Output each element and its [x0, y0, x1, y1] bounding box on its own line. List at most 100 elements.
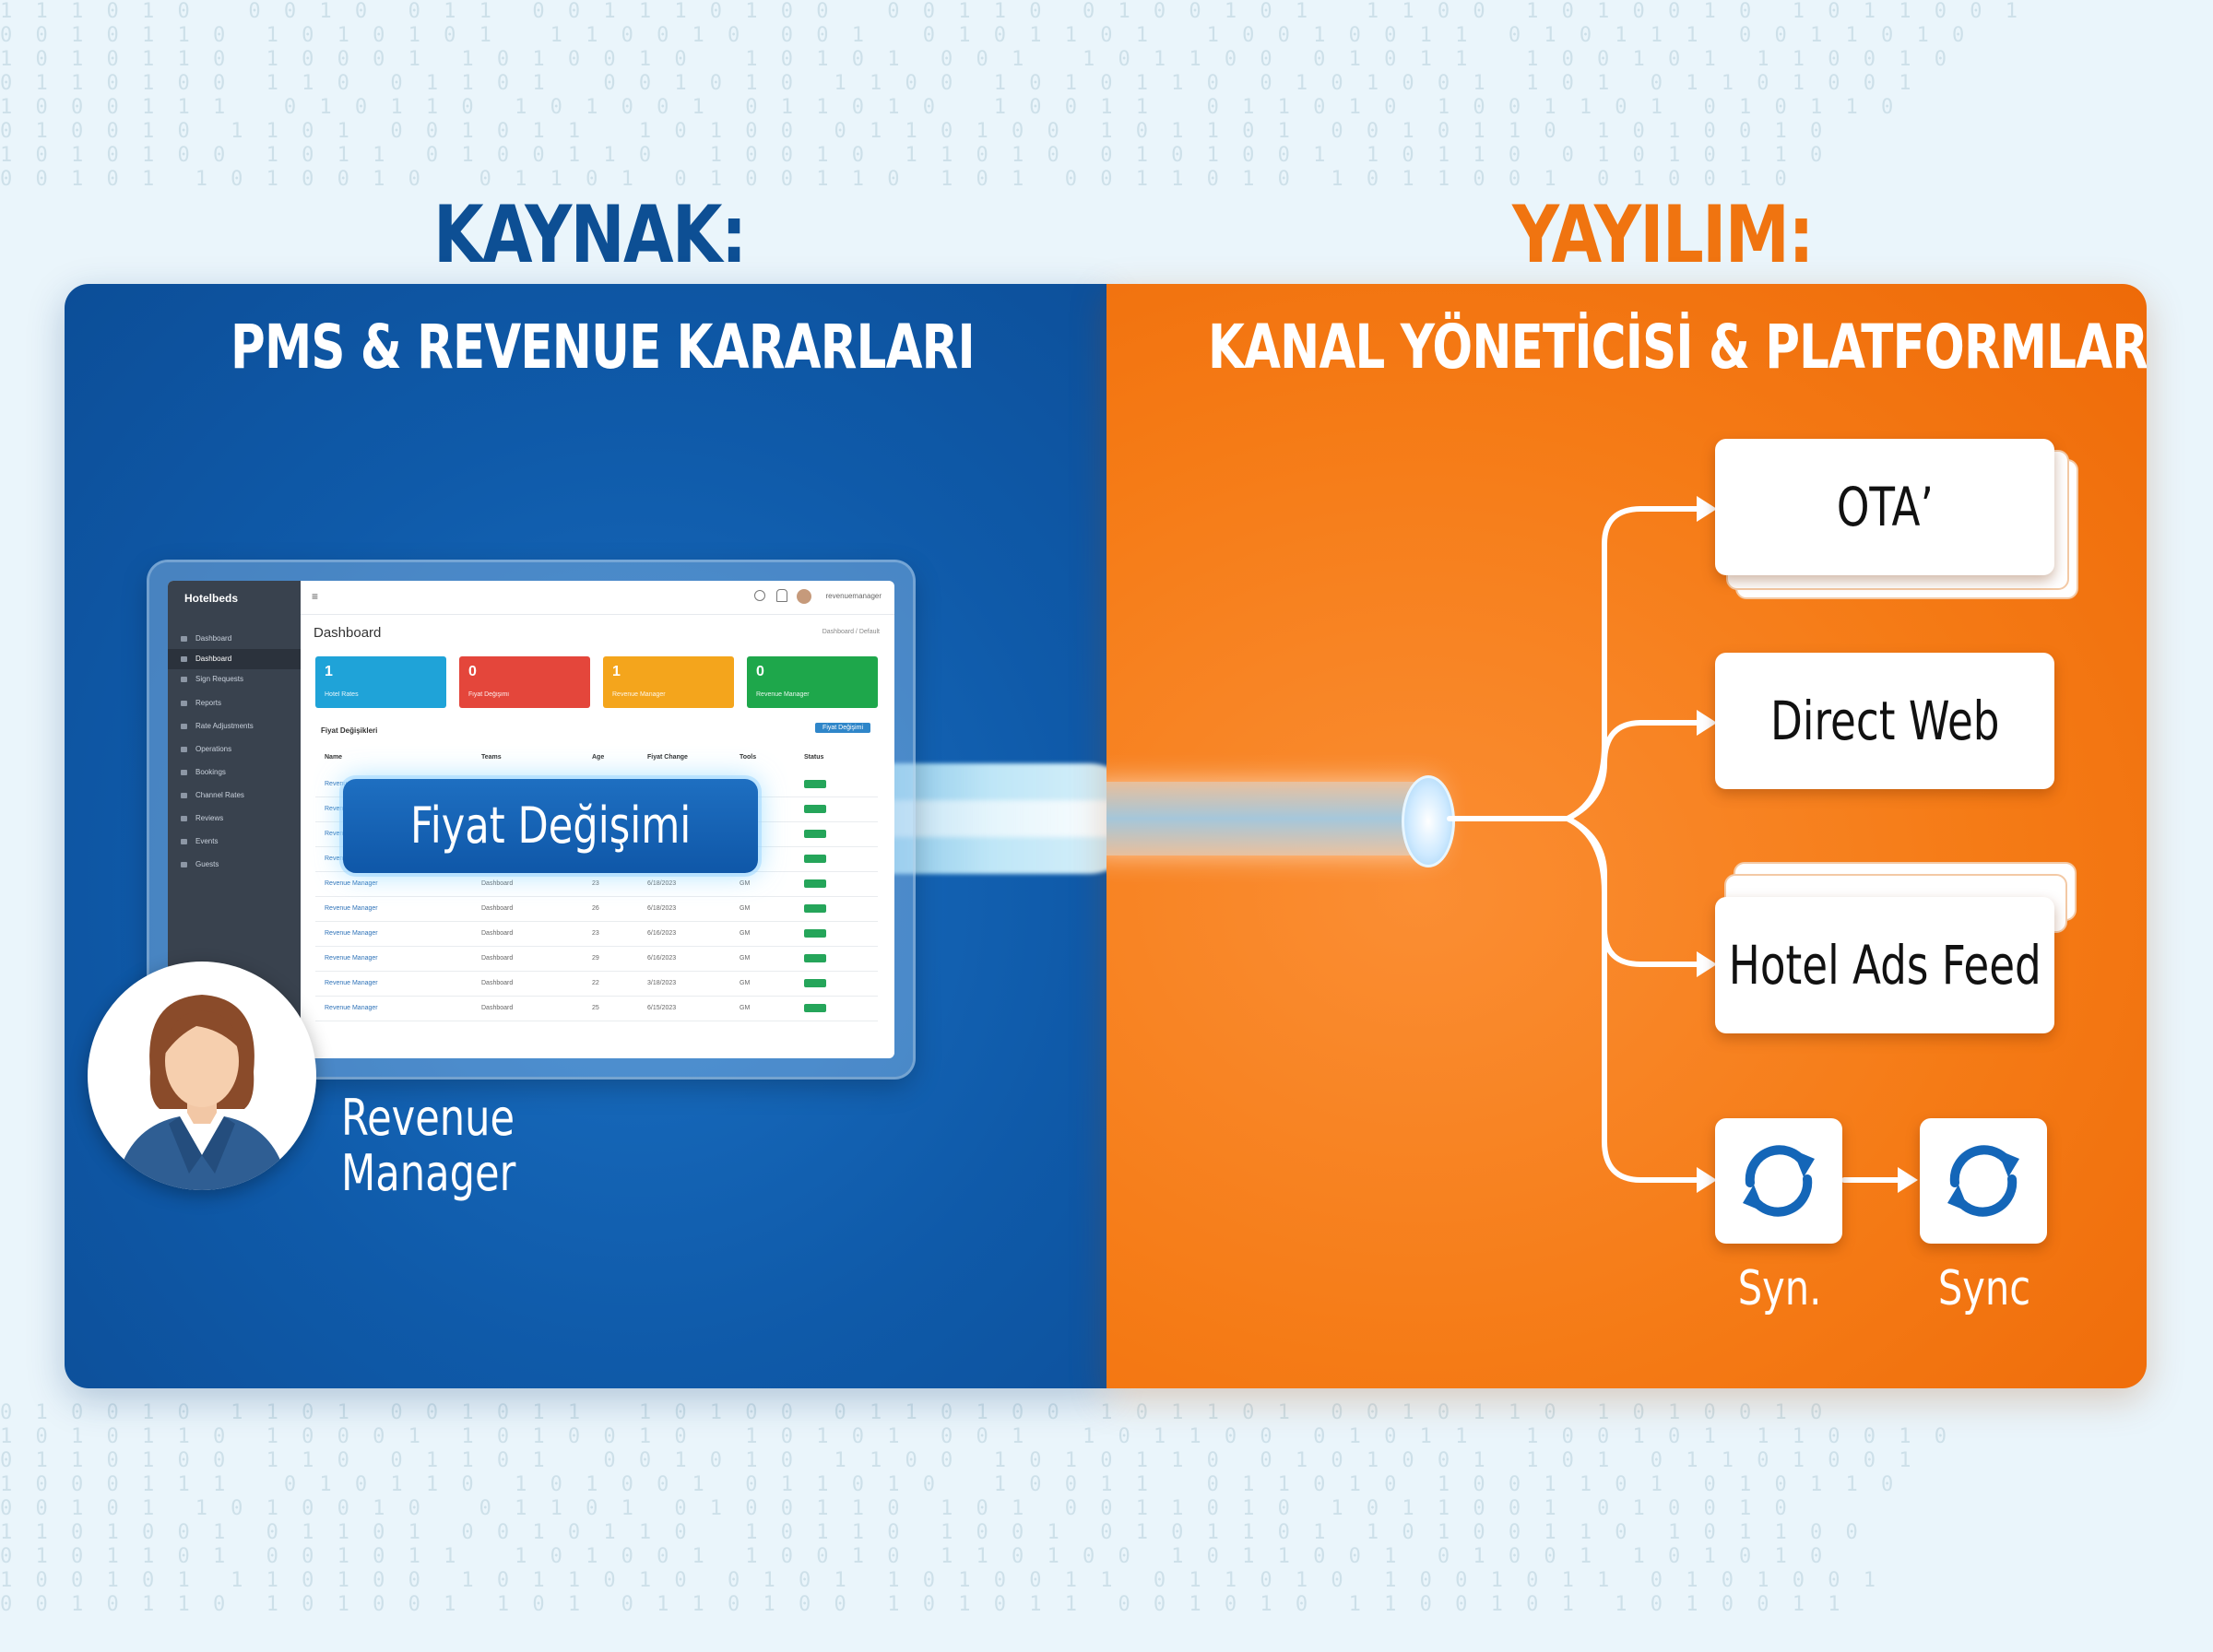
sidebar-item[interactable]: Bookings	[168, 762, 301, 783]
table-cell: GM	[740, 1005, 751, 1011]
ota-card[interactable]: OTA’	[1715, 439, 2054, 575]
status-badge	[804, 879, 826, 888]
table-cell: 3/18/2023	[647, 980, 677, 986]
table-cell: Dashboard	[481, 905, 514, 912]
menu-icon[interactable]: ≡	[312, 590, 319, 603]
kpi-card[interactable]: 1 Revenue Manager	[603, 656, 734, 708]
kpi-value: 1	[325, 664, 333, 679]
status-badge	[804, 855, 826, 863]
column-header: Name	[325, 754, 343, 761]
source-panel-title: PMS & REVENUE KARARLARI	[231, 312, 976, 383]
revenue-manager-label: Revenue Manager	[341, 1089, 516, 1202]
data-pipe	[1106, 782, 1438, 856]
dashboard-logo: Hotelbeds	[184, 592, 239, 605]
arrow-head	[1697, 710, 1717, 736]
kpi-value: 1	[612, 664, 621, 679]
sidebar-item[interactable]: Reviews	[168, 808, 301, 829]
table-row[interactable]: Revenue Manager Dashboard 22 3/18/2023 GM	[315, 972, 878, 997]
table-cell: Dashboard	[481, 930, 514, 937]
direct-web-card[interactable]: Direct Web	[1715, 653, 2054, 789]
status-badge	[804, 1004, 826, 1012]
price-change-callout: Fiyat Değişimi	[343, 779, 758, 873]
arrow-head	[1697, 496, 1717, 522]
table-cell: 6/15/2023	[647, 1005, 677, 1011]
table-cell: Dashboard	[481, 880, 514, 887]
table-cell: Dashboard	[481, 1005, 514, 1011]
table-cell: Dashboard	[481, 980, 514, 986]
sidebar-item[interactable]: Channel Rates	[168, 785, 301, 806]
kpi-card[interactable]: 0 Revenue Manager	[747, 656, 878, 708]
arrow-head	[1898, 1167, 1918, 1193]
column-header: Tools	[740, 754, 757, 761]
branch-line-ota	[1565, 506, 1699, 821]
sidebar-item[interactable]: Reports	[168, 693, 301, 714]
price-change-button[interactable]: Fiyat Değişimi	[815, 723, 870, 733]
sidebar-item[interactable]: Guests	[168, 855, 301, 875]
table-cell: 22	[592, 980, 599, 986]
breadcrumb: Dashboard / Default	[822, 629, 880, 635]
table-cell: 23	[592, 930, 599, 937]
table-row[interactable]: Revenue Manager Dashboard 26 6/18/2023 GM	[315, 897, 878, 922]
status-badge	[804, 979, 826, 987]
ota-label: OTA’	[1836, 476, 1934, 538]
table-cell: GM	[740, 930, 751, 937]
table-cell: 25	[592, 1005, 599, 1011]
table-cell: 29	[592, 955, 599, 962]
table-cell: Dashboard	[481, 955, 514, 962]
column-header: Status	[804, 754, 824, 761]
status-badge	[804, 954, 826, 962]
kpi-card[interactable]: 0 Fiyat Değişimi	[459, 656, 590, 708]
sync-box-2[interactable]	[1920, 1118, 2047, 1244]
sync-label-1: Syn.	[1737, 1261, 1822, 1316]
hotel-ads-feed-card[interactable]: Hotel Ads Feed	[1715, 897, 2054, 1033]
kpi-card[interactable]: 1 Hotel Rates	[315, 656, 446, 708]
distribution-panel-title: KANAL YÖNETİCİSİ & PLATFORMLAR	[1208, 312, 2147, 383]
table-cell: 6/16/2023	[647, 930, 677, 937]
direct-web-label: Direct Web	[1769, 690, 2000, 752]
branch-line-web	[1565, 720, 1699, 821]
status-badge	[804, 805, 826, 813]
status-badge	[804, 929, 826, 938]
column-header: Teams	[481, 754, 502, 761]
binary-pattern-bottom: 0 1 0 0 1 0 1 1 0 1 0 0 1 0 1 1 1 0 1 0 …	[0, 1401, 1952, 1616]
sidebar-item-active[interactable]: Dashboard	[168, 649, 301, 669]
table-cell: 26	[592, 905, 599, 912]
kpi-label: Revenue Manager	[612, 691, 666, 698]
status-badge	[804, 830, 826, 838]
table-cell: GM	[740, 905, 751, 912]
table-cell: Revenue Manager	[325, 980, 378, 986]
table-cell: Revenue Manager	[325, 880, 378, 887]
user-name[interactable]: revenuemanager	[825, 592, 882, 600]
power-icon[interactable]	[754, 590, 765, 601]
sidebar-item[interactable]: Dashboard	[168, 629, 301, 649]
table-cell: 6/18/2023	[647, 905, 677, 912]
person-icon	[115, 995, 289, 1190]
branch-line-sync	[1565, 816, 1699, 1183]
status-badge	[804, 780, 826, 788]
column-header: Fiyat Change	[647, 754, 688, 761]
sync-box-1[interactable]	[1715, 1118, 1842, 1244]
user-avatar[interactable]	[797, 589, 811, 604]
sync-label-2: Sync	[1937, 1261, 2031, 1316]
source-panel: PMS & REVENUE KARARLARI Hotelbeds Dashbo…	[65, 284, 1106, 1388]
kpi-value: 0	[468, 664, 477, 679]
table-cell: GM	[740, 955, 751, 962]
kpi-value: 0	[756, 664, 764, 679]
table-cell: GM	[740, 980, 751, 986]
column-header: Age	[592, 754, 605, 761]
sidebar-item[interactable]: Operations	[168, 739, 301, 760]
sidebar-item[interactable]: Sign Requests	[168, 669, 301, 690]
price-change-label: Fiyat Değişimi	[409, 796, 692, 855]
sidebar-item[interactable]: Rate Adjustments	[168, 716, 301, 737]
kpi-label: Fiyat Değişimi	[468, 691, 509, 698]
sidebar-item[interactable]: Events	[168, 832, 301, 852]
table-cell: Revenue Manager	[325, 905, 378, 912]
table-cell: 6/16/2023	[647, 955, 677, 962]
dashboard-title: Dashboard	[314, 625, 382, 641]
bell-icon[interactable]	[776, 589, 787, 602]
kpi-label: Revenue Manager	[756, 691, 810, 698]
